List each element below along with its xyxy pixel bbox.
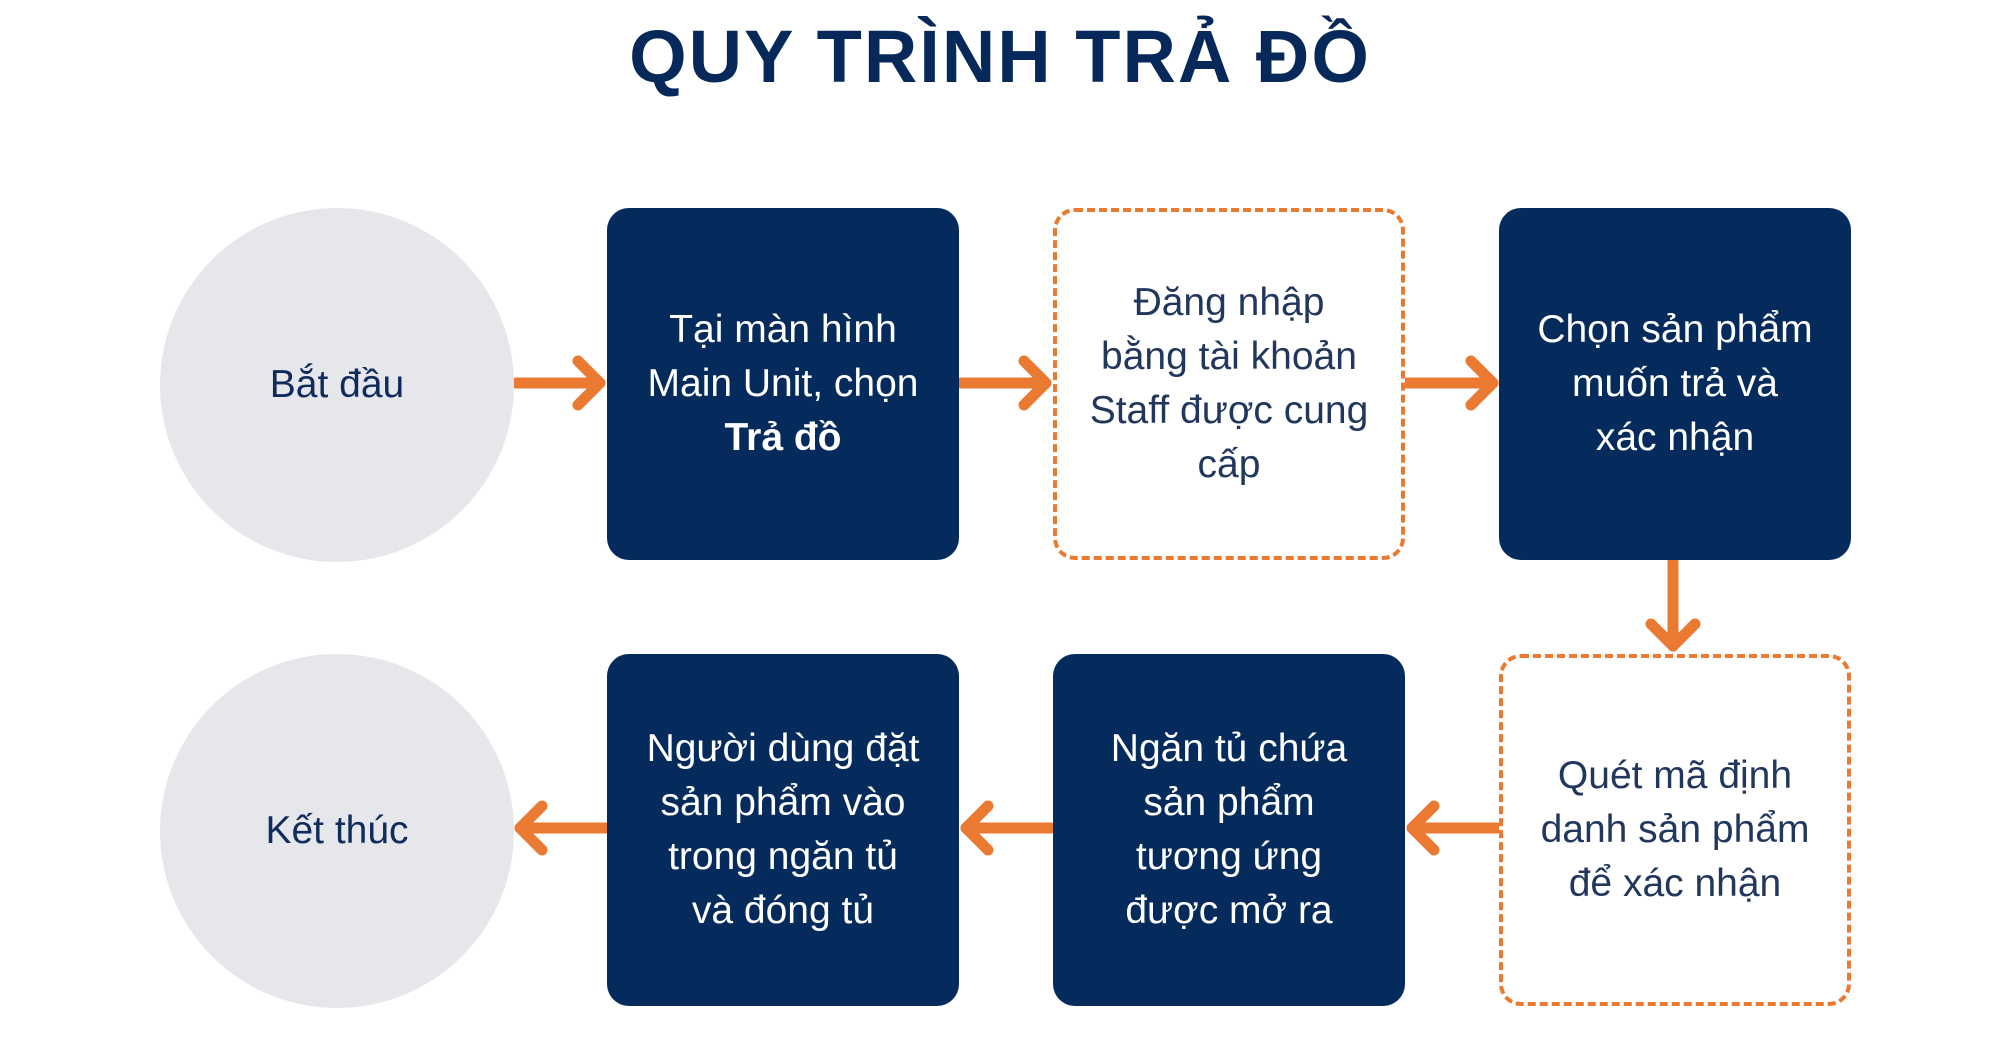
arrow-step5-to-step6 — [960, 800, 1057, 856]
step-1-box: Tại màn hình Main Unit, chọn Trả đồ — [607, 208, 959, 560]
arrow-start-to-step1 — [510, 355, 606, 411]
arrow-step4-to-step5 — [1406, 800, 1503, 856]
step-5-line-2: sản phẩm — [1143, 781, 1315, 824]
step-6-line-2: sản phẩm vào — [660, 781, 906, 824]
step-5-box: Ngăn tủ chứa sản phẩm tương ứng được mở … — [1053, 654, 1405, 1006]
step-1-line-2: Main Unit, chọn — [647, 362, 919, 405]
end-label: Kết thúc — [265, 809, 409, 852]
step-2-line-3: Staff được cung — [1089, 389, 1369, 432]
step-3-line-3: xác nhận — [1595, 416, 1755, 459]
step-6-line-3: trong ngăn tủ — [668, 835, 898, 878]
step-4-box: Quét mã định danh sản phẩm để xác nhận — [1499, 654, 1851, 1006]
step-2-line-1: Đăng nhập — [1133, 281, 1325, 324]
step-5-line-3: tương ứng — [1135, 835, 1323, 878]
arrow-step6-to-end — [514, 800, 612, 856]
arrow-step1-to-step2 — [955, 355, 1052, 411]
step-5-line-4: được mở ra — [1125, 889, 1333, 932]
step-6-line-1: Người dùng đặt — [646, 727, 920, 770]
step-1-line-3: Trả đồ — [724, 416, 842, 459]
start-node: Bắt đầu — [160, 208, 514, 562]
step-1-line-1: Tại màn hình — [669, 308, 897, 351]
step-4-line-3: để xác nhận — [1568, 862, 1782, 905]
step-4-line-1: Quét mã định — [1557, 754, 1793, 797]
step-2-line-4: cấp — [1197, 443, 1261, 486]
start-label: Bắt đầu — [269, 363, 405, 406]
step-6-box: Người dùng đặt sản phẩm vào trong ngăn t… — [607, 654, 959, 1006]
step-4-line-2: danh sản phẩm — [1540, 808, 1810, 851]
step-3-line-1: Chọn sản phẩm — [1537, 308, 1813, 351]
step-3-line-2: muốn trả và — [1572, 362, 1778, 405]
step-5-line-1: Ngăn tủ chứa — [1110, 727, 1348, 770]
end-node: Kết thúc — [160, 654, 514, 1008]
step-2-line-2: bằng tài khoản — [1101, 335, 1357, 378]
arrow-step3-to-step4 — [1645, 556, 1701, 652]
step-2-box: Đăng nhập bằng tài khoản Staff được cung… — [1053, 208, 1405, 560]
step-3-box: Chọn sản phẩm muốn trả và xác nhận — [1499, 208, 1851, 560]
step-6-line-4: và đóng tủ — [691, 889, 875, 932]
arrow-step2-to-step3 — [1401, 355, 1499, 411]
diagram-title: QUY TRÌNH TRẢ ĐỒ — [629, 15, 1371, 98]
